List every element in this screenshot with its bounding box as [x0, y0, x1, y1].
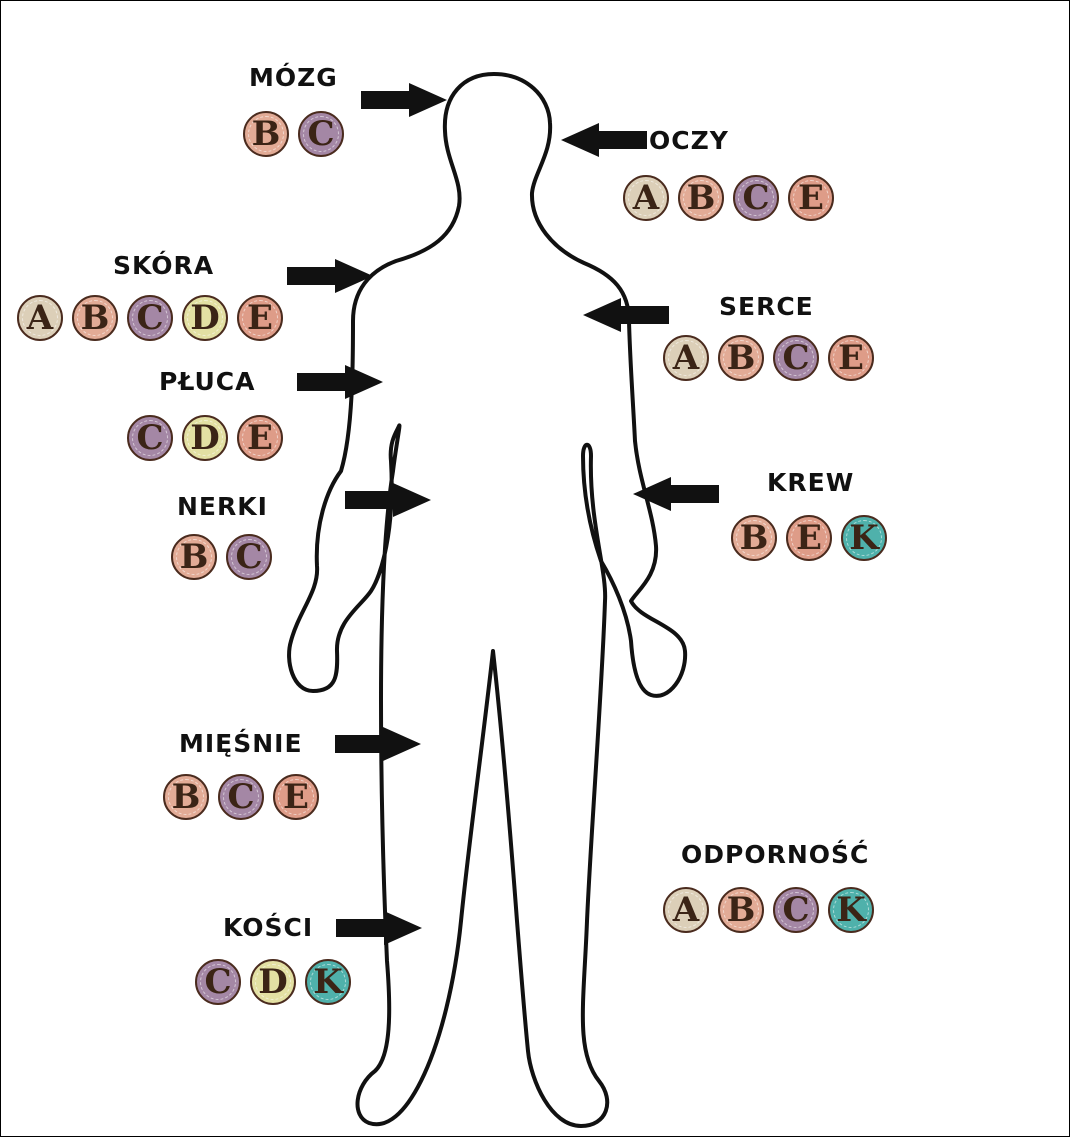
organ-label-muscles: MIĘŚNIE [179, 729, 303, 758]
vitamin-b-badge: B [171, 534, 217, 580]
vitamin-d-badge: D [250, 959, 296, 1005]
arrow-right-icon [359, 81, 449, 121]
vitamin-letter: B [172, 780, 201, 814]
vitamin-letter: D [258, 965, 287, 999]
vitamin-letter: E [796, 521, 822, 555]
vitamin-c-badge: C [773, 335, 819, 381]
vitamin-a-badge: A [663, 335, 709, 381]
vitamin-c-badge: C [127, 295, 173, 341]
vitamin-c-badge: C [298, 111, 344, 157]
vitamin-a-badge: A [623, 175, 669, 221]
vitamin-b-badge: B [72, 295, 118, 341]
vitamin-letter: C [307, 117, 334, 151]
vitamin-letter: C [227, 780, 254, 814]
vitamin-letter: B [252, 117, 281, 151]
arrow-left-icon [559, 121, 649, 161]
vitamin-b-badge: B [163, 774, 209, 820]
vitamin-letter: K [313, 965, 343, 999]
vitamin-letter: C [136, 421, 163, 455]
vitamin-e-badge: E [828, 335, 874, 381]
vitamin-c-badge: C [773, 887, 819, 933]
vitamin-b-badge: B [243, 111, 289, 157]
vitamin-letter: D [190, 301, 219, 335]
arrow-right-icon [343, 481, 433, 521]
vitamin-e-badge: E [237, 415, 283, 461]
vitamin-letter: E [798, 181, 824, 215]
vitamin-letter: B [81, 301, 110, 335]
arrow-right-icon [333, 725, 423, 765]
vitamin-a-badge: A [663, 887, 709, 933]
organ-label-kidneys: NERKI [177, 492, 268, 521]
organ-label-heart: SERCE [719, 292, 814, 321]
organ-label-lungs: PŁUCA [159, 367, 255, 396]
vitamin-c-badge: C [127, 415, 173, 461]
arrow-right-icon [295, 363, 385, 403]
vitamin-a-badge: A [17, 295, 63, 341]
vitamin-d-badge: D [182, 295, 228, 341]
organ-label-eyes: OCZY [649, 126, 729, 155]
vitamin-c-badge: C [218, 774, 264, 820]
vitamin-e-badge: E [273, 774, 319, 820]
vitamin-e-badge: E [788, 175, 834, 221]
vitamin-letter: B [740, 521, 769, 555]
vitamin-letter: E [838, 341, 864, 375]
vitamin-d-badge: D [182, 415, 228, 461]
vitamin-c-badge: C [195, 959, 241, 1005]
vitamin-letter: K [849, 521, 879, 555]
vitamin-e-badge: E [237, 295, 283, 341]
vitamin-letter: E [247, 421, 273, 455]
vitamin-letter: C [782, 341, 809, 375]
vitamin-b-badge: B [731, 515, 777, 561]
organ-label-blood: KREW [767, 468, 854, 497]
vitamin-letter: B [687, 181, 716, 215]
vitamin-e-badge: E [786, 515, 832, 561]
organ-label-bones: KOŚCI [223, 913, 313, 942]
vitamin-letter: C [204, 965, 231, 999]
vitamin-k-badge: K [305, 959, 351, 1005]
vitamin-b-badge: B [718, 887, 764, 933]
vitamin-k-badge: K [841, 515, 887, 561]
vitamin-letter: C [235, 540, 262, 574]
vitamin-b-badge: B [718, 335, 764, 381]
vitamin-b-badge: B [678, 175, 724, 221]
arrow-left-icon [631, 475, 721, 515]
vitamin-letter: C [782, 893, 809, 927]
organ-label-brain: MÓZG [249, 63, 338, 92]
arrow-right-icon [285, 257, 375, 297]
arrow-left-icon [581, 296, 671, 336]
vitamin-letter: B [727, 893, 756, 927]
vitamin-letter: E [247, 301, 273, 335]
vitamin-letter: C [742, 181, 769, 215]
vitamin-c-badge: C [733, 175, 779, 221]
vitamin-letter: A [633, 181, 659, 215]
vitamin-letter: B [180, 540, 209, 574]
vitamin-letter: A [27, 301, 53, 335]
organ-label-immunity: ODPORNOŚĆ [681, 840, 869, 869]
vitamin-letter: C [136, 301, 163, 335]
vitamin-letter: A [673, 893, 699, 927]
vitamin-letter: K [836, 893, 866, 927]
vitamin-letter: E [283, 780, 309, 814]
vitamin-letter: D [190, 421, 219, 455]
vitamin-k-badge: K [828, 887, 874, 933]
arrow-right-icon [334, 909, 424, 949]
vitamin-letter: B [727, 341, 756, 375]
organ-label-skin: SKÓRA [113, 251, 214, 280]
vitamin-c-badge: C [226, 534, 272, 580]
vitamin-letter: A [673, 341, 699, 375]
